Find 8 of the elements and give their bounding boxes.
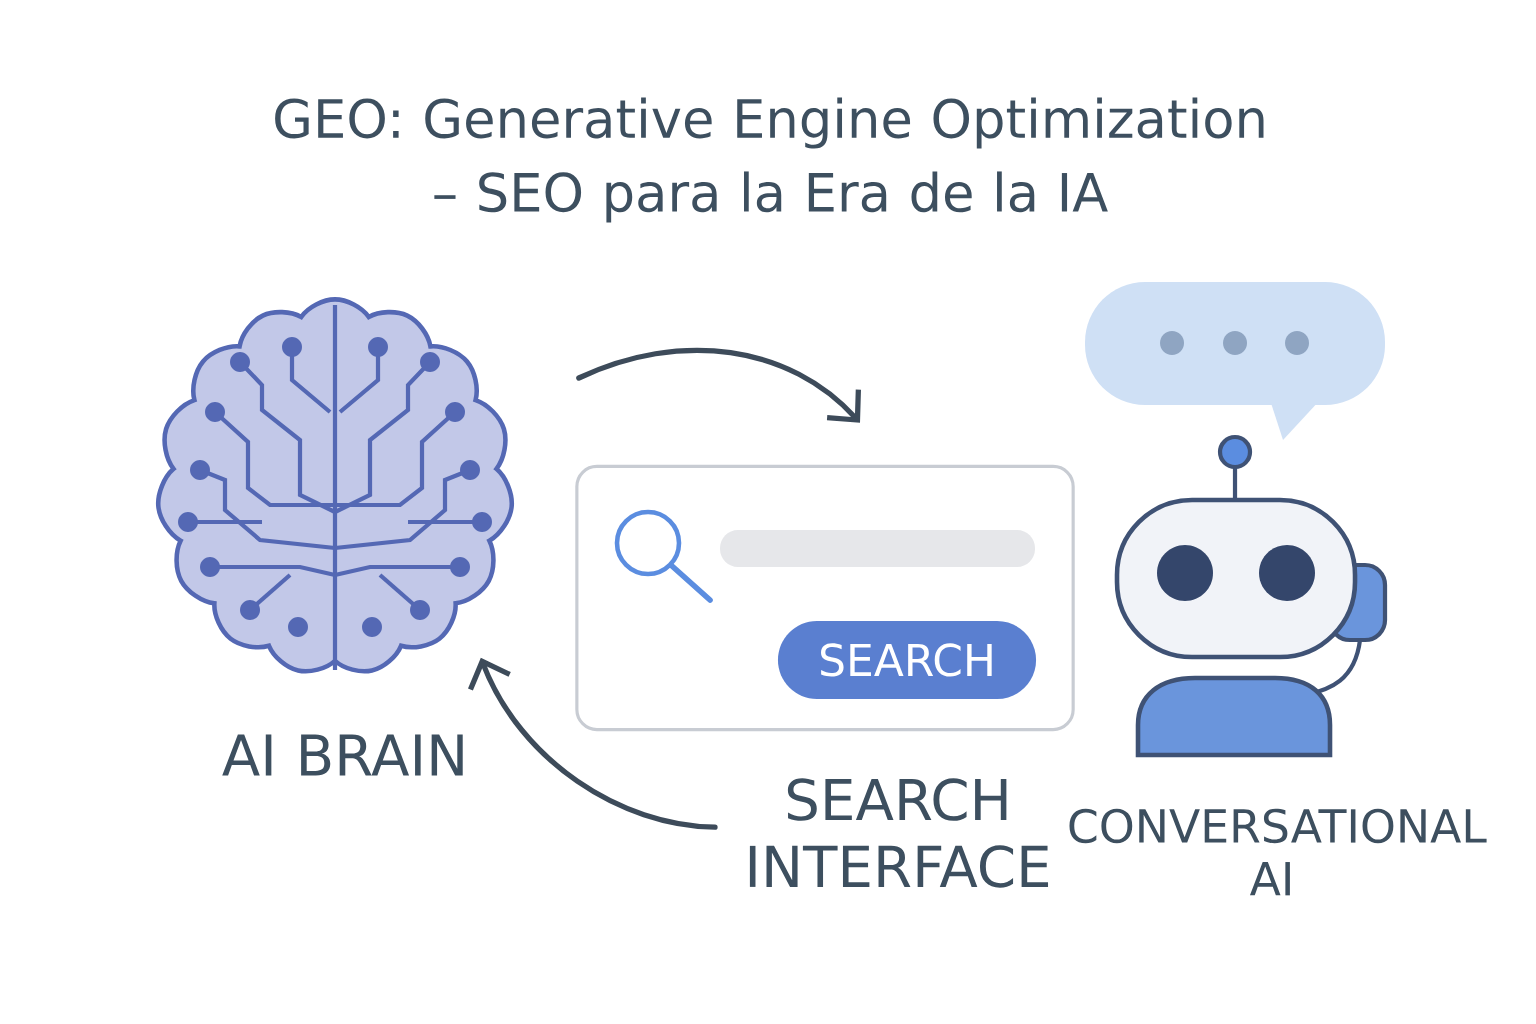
robot-drawing xyxy=(1114,434,1388,758)
node-label: SEARCH INTERFACE xyxy=(749,778,1049,888)
node-label: AI BRAIN xyxy=(222,734,463,776)
curved-arrow xyxy=(576,347,861,423)
node-label: CONVERSATIONAL AI xyxy=(1069,808,1487,896)
title: GEO: Generative Engine Optimization – SEO para la Era de la IA xyxy=(275,97,1264,223)
curved-arrow xyxy=(468,657,718,830)
brain-drawing xyxy=(155,297,515,674)
